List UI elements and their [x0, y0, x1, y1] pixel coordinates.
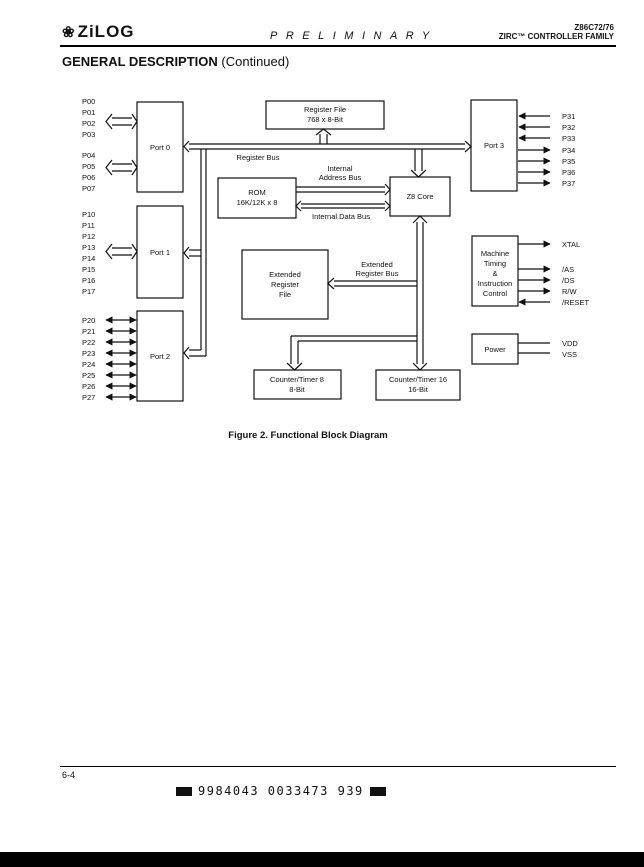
pin-label: P16	[82, 276, 95, 285]
zilog-logo-text: ZiLOG	[77, 22, 135, 41]
pin-label: P31	[562, 112, 575, 121]
counter-timer-16-block	[375, 369, 461, 401]
machine-timing-label-3: &	[492, 269, 497, 278]
machine-timing-label-2: Timing	[484, 259, 506, 268]
port2-label: Port 2	[150, 352, 170, 361]
rom-label-2: 16K/12K x 8	[237, 198, 278, 207]
counter-timer-8-block	[253, 369, 342, 400]
power-label: Power	[484, 345, 506, 354]
header-rule	[60, 45, 616, 47]
pin-label: P06	[82, 173, 95, 182]
footer-rule	[60, 766, 616, 767]
barcode-text: 9984043 0033473 939	[198, 784, 364, 798]
zilog-logo-icon: ❀	[62, 24, 76, 41]
part-number: Z86C72/76	[574, 23, 614, 32]
extended-register-bus-label-2: Register Bus	[356, 269, 399, 278]
extended-register-file-block	[241, 249, 329, 320]
rom-block	[217, 177, 297, 219]
pin-label: P34	[562, 146, 575, 155]
internal-address-bus-label-1: Internal	[327, 164, 352, 173]
pin-label: P17	[82, 287, 95, 296]
counter-timer-8-label-2: 8-Bit	[289, 385, 305, 394]
register-file-block	[265, 100, 385, 130]
port0-label: Port 0	[150, 143, 170, 152]
pin-label: P35	[562, 157, 575, 166]
port0-block	[136, 101, 184, 193]
pin-label: P21	[82, 327, 95, 336]
machine-timing-block	[471, 235, 519, 307]
ext-reg-file-label-3: File	[279, 290, 291, 299]
pin-label: P07	[82, 184, 95, 193]
functional-block-diagram: Port 0 Port 1 Port 2 Port 3 Register Fil…	[82, 97, 590, 402]
pin-label: P11	[82, 221, 95, 230]
pin-label: P02	[82, 119, 95, 128]
register-file-label-2: 768 x 8-Bit	[307, 115, 344, 124]
port2-block	[136, 310, 184, 402]
pin-label: P25	[82, 371, 95, 380]
pin-label: P26	[82, 382, 95, 391]
figure-caption: Figure 2. Functional Block Diagram	[228, 430, 388, 441]
z8-core-label: Z8 Core	[406, 192, 433, 201]
pin-label: P10	[82, 210, 95, 219]
pin-label: P12	[82, 232, 95, 241]
pin-label: P27	[82, 393, 95, 402]
counter-timer-16-label-1: Counter/Timer 16	[389, 375, 447, 384]
internal-address-bus-label-2: Address Bus	[319, 173, 362, 182]
pin-label: VDD	[562, 339, 578, 348]
port3-block	[470, 99, 518, 192]
pin-label: P15	[82, 265, 95, 274]
pin-label: P14	[82, 254, 95, 263]
pin-label: XTAL	[562, 240, 580, 249]
register-file-label-1: Register File	[304, 105, 346, 114]
pin-label: P23	[82, 349, 95, 358]
pin-label: P05	[82, 162, 95, 171]
barcode-block-icon	[369, 787, 386, 796]
pin-label: /DS	[562, 276, 575, 285]
pin-label: P20	[82, 316, 95, 325]
pin-label: P00	[82, 97, 95, 106]
pin-label: VSS	[562, 350, 577, 359]
pin-label: P37	[562, 179, 575, 188]
machine-timing-label-1: Machine	[481, 249, 509, 258]
section-heading: GENERAL DESCRIPTION (Continued)	[62, 54, 289, 69]
pin-label: P36	[562, 168, 575, 177]
barcode-block-icon	[176, 787, 192, 796]
power-block	[471, 333, 519, 365]
section-heading-suffix: (Continued)	[217, 54, 290, 69]
counter-timer-16-label-2: 16-Bit	[408, 385, 429, 394]
pin-label: /AS	[562, 265, 574, 274]
pin-label: R/W	[562, 287, 578, 296]
extended-register-bus-label-1: Extended	[361, 260, 393, 269]
pin-label: P33	[562, 134, 575, 143]
rom-label-1: ROM	[248, 188, 266, 197]
port1-label: Port 1	[150, 248, 170, 257]
pin-label: /RESET	[562, 298, 590, 307]
machine-timing-label-4: Instruction	[478, 279, 513, 288]
ext-reg-file-label-1: Extended	[269, 270, 301, 279]
section-heading-bold: GENERAL DESCRIPTION	[62, 54, 218, 69]
pin-label: P03	[82, 130, 95, 139]
register-bus-label: Register Bus	[237, 153, 280, 162]
machine-timing-label-5: Control	[483, 289, 508, 298]
zilog-logo: ❀ZiLOG	[62, 22, 135, 42]
preliminary-label: PRELIMINARY	[270, 30, 438, 42]
internal-data-bus-label: Internal Data Bus	[312, 212, 370, 221]
product-family: ZIRC™ CONTROLLER FAMILY	[498, 32, 614, 41]
counter-timer-8-label-1: Counter/Timer 8	[270, 375, 324, 384]
pin-label: P13	[82, 243, 95, 252]
ext-reg-file-label-2: Register	[271, 280, 299, 289]
port3-label: Port 3	[484, 141, 504, 150]
pin-label: P32	[562, 123, 575, 132]
pin-label: P04	[82, 151, 95, 160]
bottom-scan-bar	[0, 852, 644, 867]
pin-label: P22	[82, 338, 95, 347]
pin-label: P24	[82, 360, 95, 369]
barcode: 9984043 0033473 939	[170, 784, 392, 798]
pin-label: P01	[82, 108, 95, 117]
page-number: 6-4	[62, 770, 76, 780]
